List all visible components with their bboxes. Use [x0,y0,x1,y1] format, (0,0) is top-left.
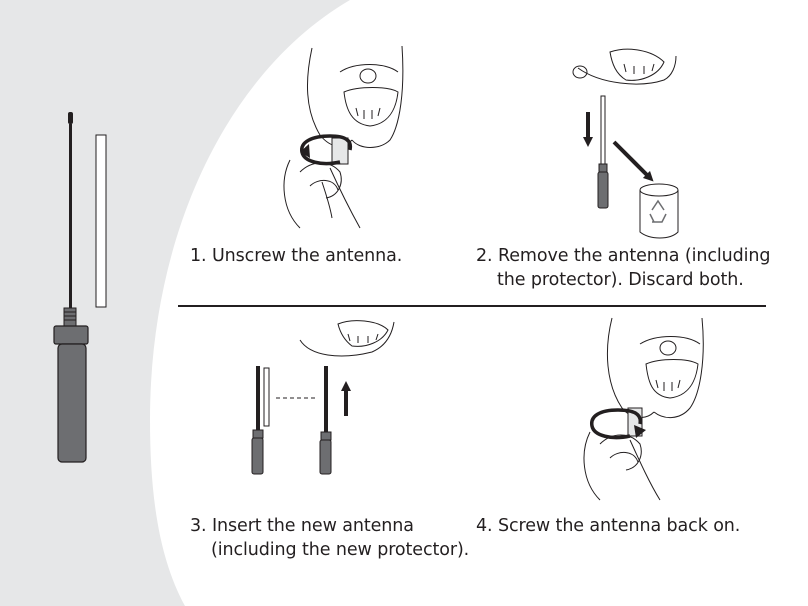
step-2-illustration [572,48,679,239]
recycle-icon [649,199,667,223]
step-1-caption: 1. Unscrew the antenna. [190,244,402,268]
step-4-text: Screw the antenna back on. [497,516,741,536]
step-3-caption: 3. Insert the new antenna (including the… [190,514,469,562]
rotate-arrow-icon [300,134,353,166]
protector-tube [95,134,107,308]
step-2-text-line-2: the protector). Discard both. [497,270,744,290]
side-panel-background [0,0,350,606]
rotate-arrow-icon [590,408,646,440]
step-4-caption: 4. Screw the antenna back on. [476,514,740,538]
discard-arrow-icon [612,140,654,182]
step-2-number: 2. [476,246,493,266]
step-2-text-line-1: Remove the antenna (including [497,246,771,266]
step-1-text: Unscrew the antenna. [211,246,403,266]
step-2-caption: 2. Remove the antenna (including the pro… [476,244,770,292]
antenna-part [53,112,89,463]
step-1-illustration [283,45,404,229]
step-3-illustration [251,320,395,475]
step-4-number: 4. [476,516,493,536]
step-3-text-line-1: Insert the new antenna [211,516,414,536]
step-3-number: 3. [190,516,207,536]
step-3-text-line-2: (including the new protector). [211,540,470,560]
step-1-number: 1. [190,246,207,266]
step-4-illustration [583,317,704,501]
